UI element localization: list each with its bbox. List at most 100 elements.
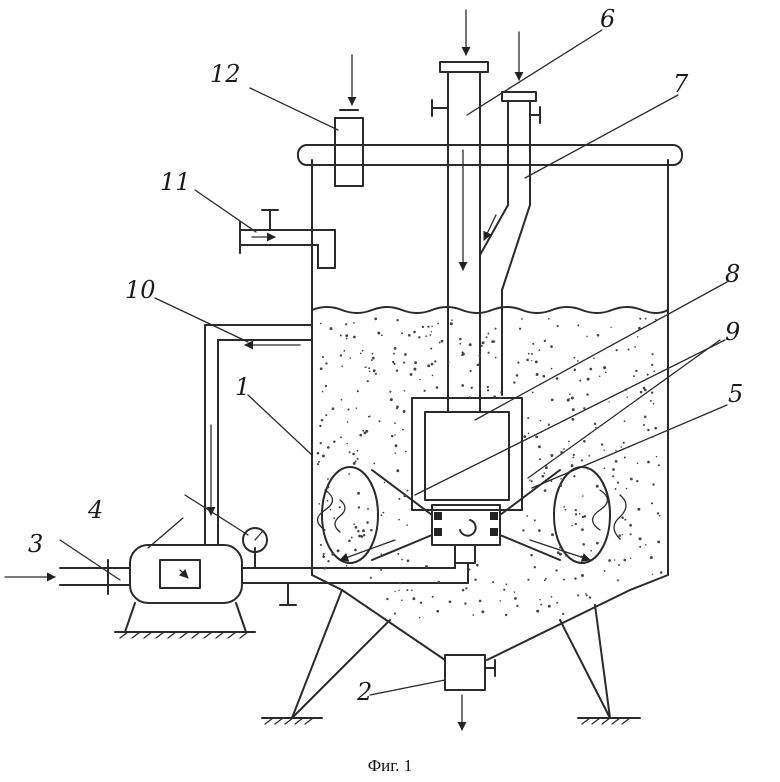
particle-dot <box>356 449 359 452</box>
particle-dot <box>637 507 641 511</box>
particle-dot <box>531 353 533 355</box>
particle-dot <box>574 522 577 526</box>
particle-dot <box>373 462 376 465</box>
particle-dot <box>589 367 593 371</box>
inlet-pipe-7 <box>479 31 541 291</box>
particle-dot <box>579 379 582 382</box>
particle-dot <box>374 372 378 375</box>
particle-dot <box>421 325 425 329</box>
particle-dot <box>603 467 606 470</box>
particle-dot <box>356 457 359 460</box>
particle-dot <box>345 334 349 337</box>
particle-dot <box>647 460 650 464</box>
particle-dot <box>658 514 661 517</box>
particle-dot <box>550 345 553 348</box>
particle-dot <box>635 369 638 373</box>
particle-dot <box>598 375 601 377</box>
particle-dot <box>614 460 618 463</box>
particle-dot <box>652 483 655 486</box>
particle-dot <box>596 333 600 337</box>
particle-dot <box>550 454 554 457</box>
particle-dot <box>581 528 584 531</box>
particle-dot <box>626 396 628 399</box>
particle-dot <box>402 428 404 431</box>
particle-dot <box>582 516 585 519</box>
particle-dot <box>516 604 519 608</box>
particle-dot <box>543 472 546 475</box>
particle-dot <box>403 389 406 392</box>
particle-dot <box>398 497 401 500</box>
particle-dot <box>397 552 400 555</box>
particle-dot <box>568 398 570 400</box>
particle-dot <box>539 419 542 422</box>
particle-dot <box>503 588 506 591</box>
pump-inlet <box>4 559 131 595</box>
particle-dot <box>345 323 348 326</box>
particle-dot <box>363 431 367 435</box>
particle-dot <box>363 534 366 537</box>
particle-dot <box>622 441 625 444</box>
particle-dot <box>468 343 472 347</box>
particle-dot <box>639 317 642 320</box>
particle-dot <box>653 370 655 373</box>
particle-dot <box>404 450 407 453</box>
label-8: 8 <box>725 260 740 288</box>
particle-dot <box>436 609 440 613</box>
particle-dot <box>406 489 409 492</box>
particle-dot <box>570 396 574 400</box>
particle-dot <box>352 461 356 465</box>
particle-dot <box>515 374 519 377</box>
particle-dot <box>438 341 441 344</box>
particle-dot <box>357 491 360 495</box>
particle-dot <box>517 361 520 364</box>
particle-dot <box>537 445 541 449</box>
particle-dot <box>338 506 341 509</box>
particle-dot <box>468 396 471 399</box>
particle-dot <box>394 444 398 448</box>
particle-dot <box>336 549 340 553</box>
particle-dot <box>604 371 607 374</box>
particle-dot <box>382 511 385 514</box>
mixing-chamber <box>411 394 523 564</box>
particle-dot <box>350 536 353 539</box>
particle-dot <box>369 576 372 579</box>
particle-dot <box>419 378 421 381</box>
particle-dot <box>650 391 654 394</box>
particle-dot <box>323 567 326 570</box>
particle-dot <box>600 443 604 446</box>
particle-dot <box>642 423 646 427</box>
particle-dot <box>585 593 587 595</box>
particle-dot <box>485 336 488 339</box>
particle-dot <box>406 559 410 562</box>
valve-11 <box>239 209 336 269</box>
particle-dot <box>646 373 649 376</box>
particle-dot <box>459 337 462 341</box>
particle-dot <box>398 518 400 521</box>
particle-dot <box>571 408 575 412</box>
particle-dot <box>548 318 550 320</box>
particle-dot <box>559 546 561 549</box>
particle-dot <box>427 325 430 328</box>
particle-dot <box>643 415 647 419</box>
particle-dot <box>321 390 324 393</box>
particle-dot <box>354 526 358 529</box>
label-numbers: 12 11 10 1 3 4 2 6 7 8 9 5 <box>28 5 743 706</box>
particle-dot <box>571 524 573 527</box>
particle-dot <box>562 612 565 616</box>
particle-dot <box>413 367 417 371</box>
particle-dot <box>352 452 355 456</box>
particle-dot <box>371 352 374 355</box>
particle-dot <box>655 455 658 458</box>
particle-dot <box>629 557 632 559</box>
particle-dot <box>316 451 320 455</box>
particle-dot <box>389 390 392 393</box>
particle-dot <box>577 594 580 597</box>
particle-dot <box>623 558 627 562</box>
particle-dot <box>339 334 342 337</box>
particle-dot <box>361 349 364 352</box>
particle-dot <box>638 326 641 330</box>
particle-dot <box>469 369 472 373</box>
particle-dot <box>547 423 551 426</box>
particle-dot <box>514 597 517 600</box>
particle-dot <box>556 601 559 604</box>
